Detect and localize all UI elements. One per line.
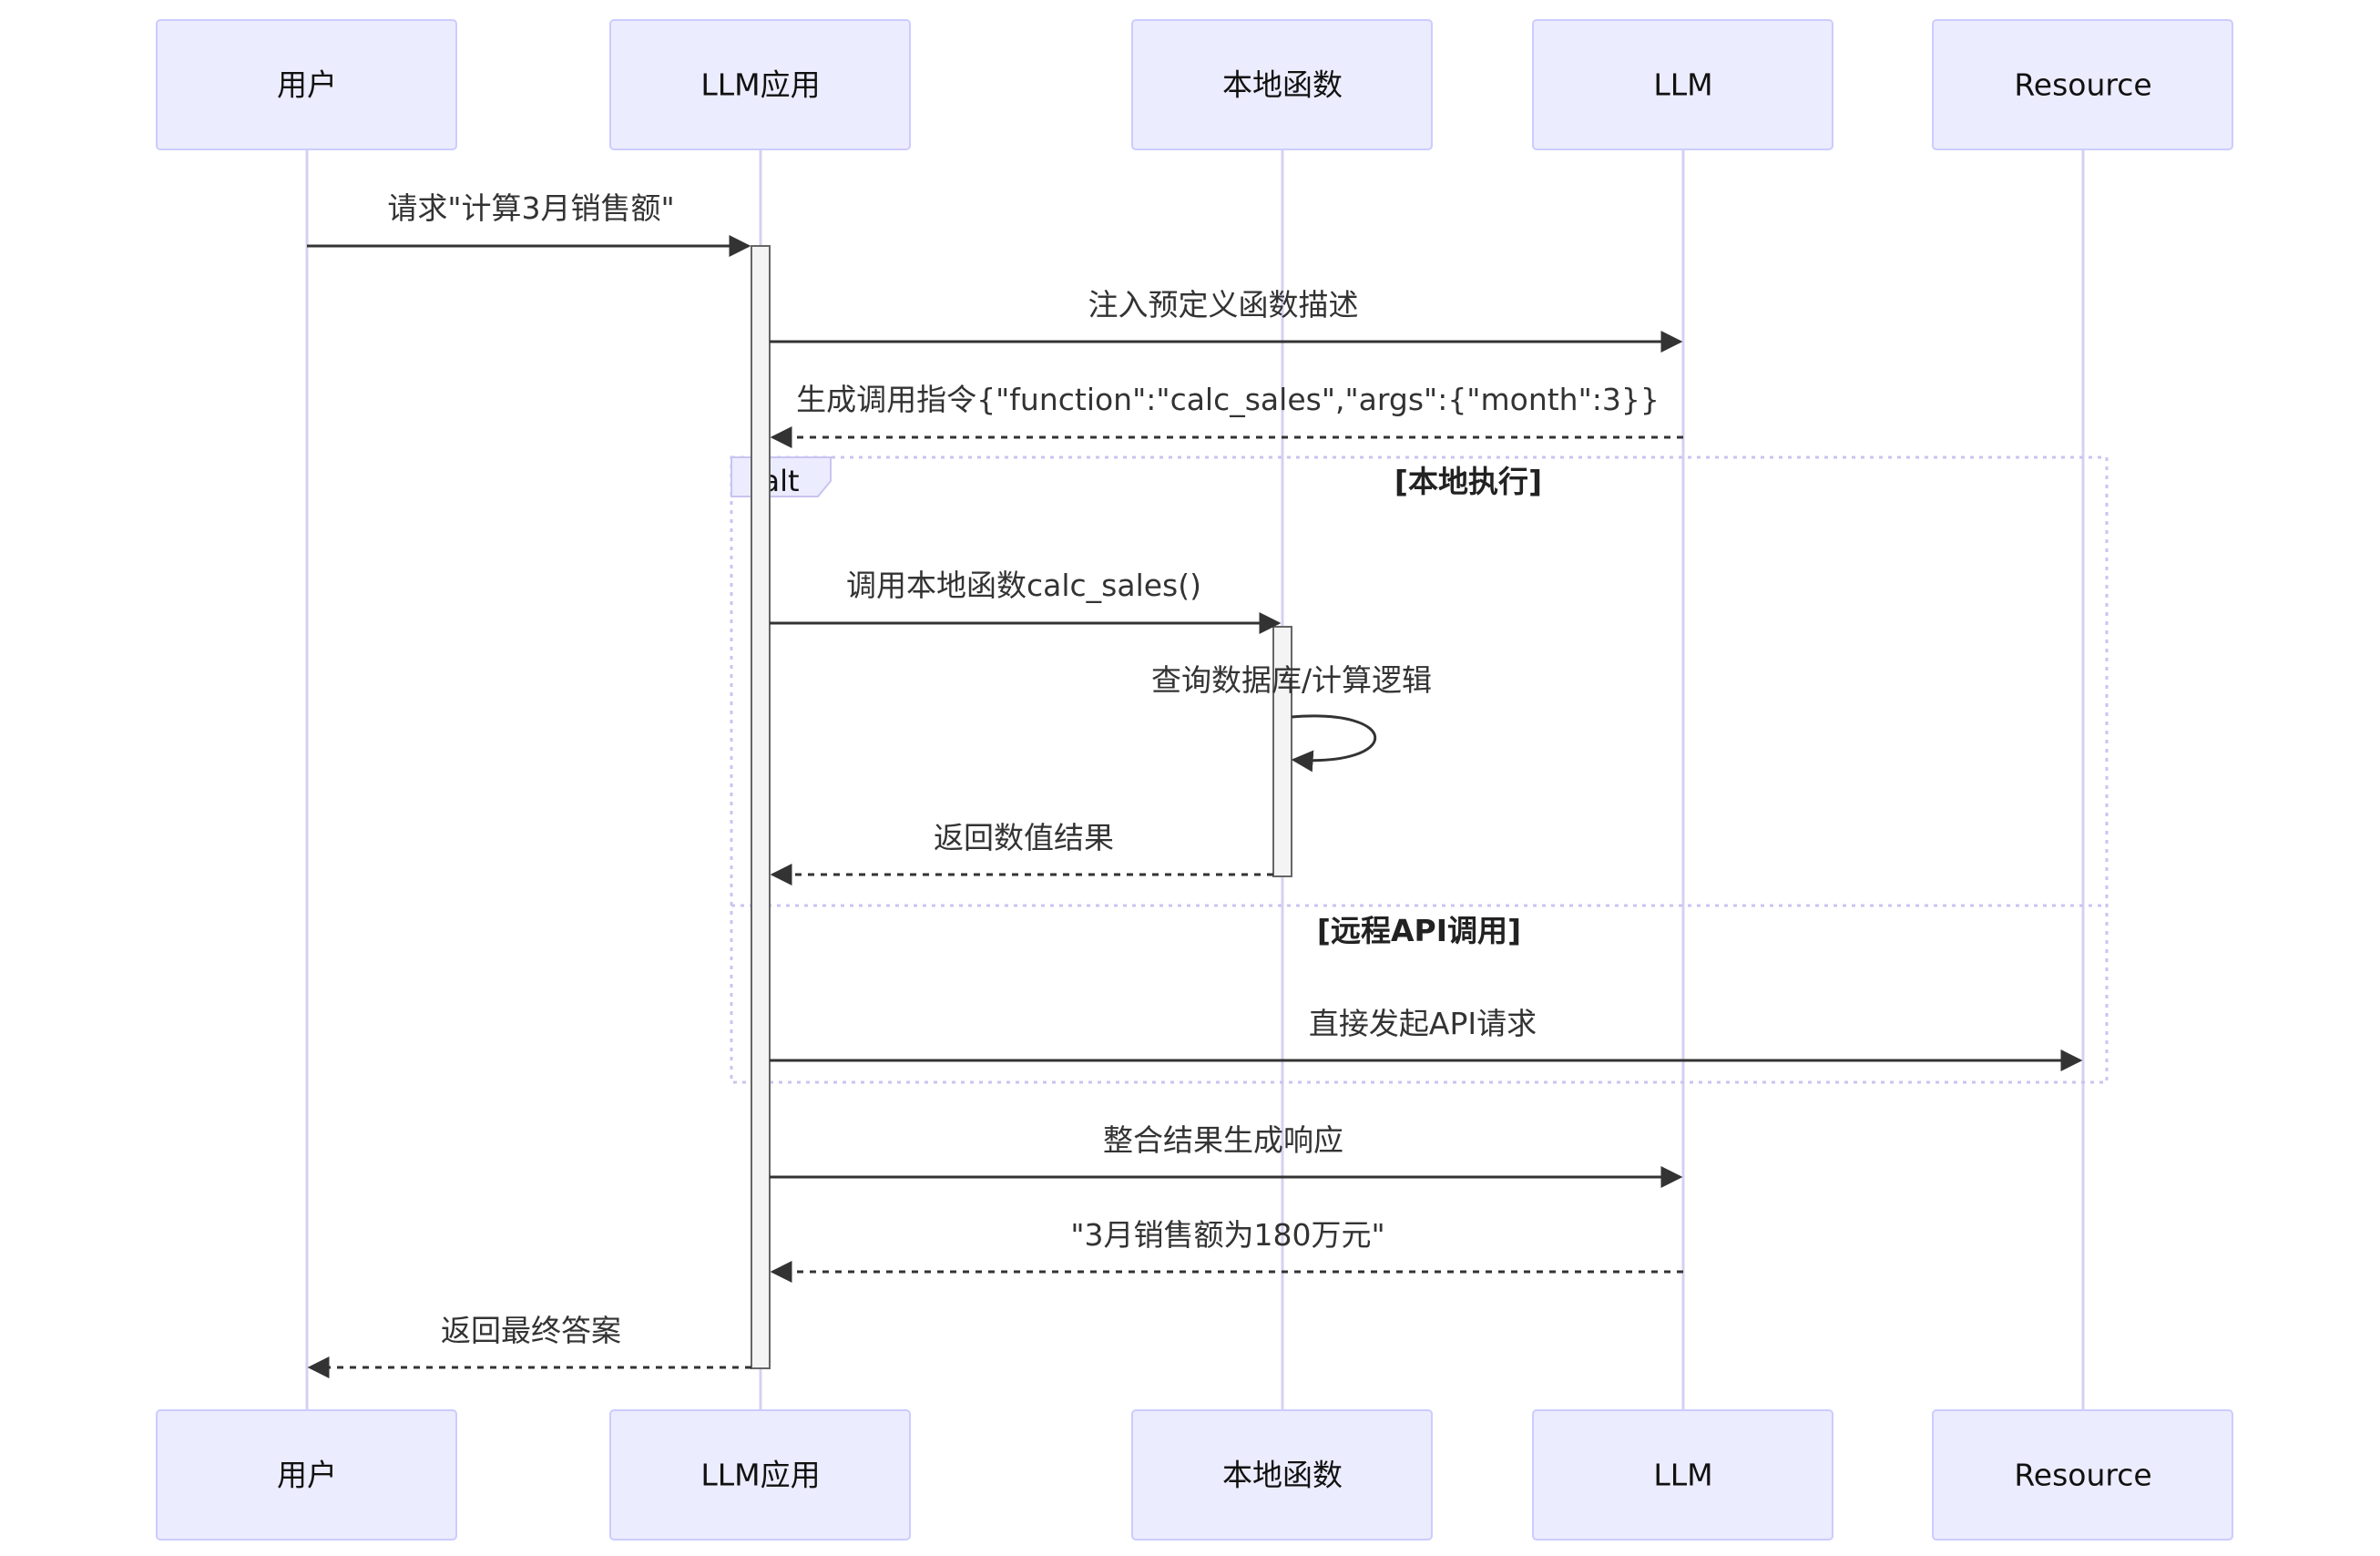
participant-label: LLM [1653, 67, 1712, 103]
message-label-inject-functions: 注入预定义函数描述 [1088, 287, 1359, 322]
participant-local-bottom: 本地函数 [1131, 1409, 1433, 1541]
message-label-call-instruction: 生成调用指令{"function":"calc_sales","args":{"… [796, 382, 1660, 417]
participant-user-top: 用户 [156, 19, 457, 150]
participant-label: 本地函数 [1222, 67, 1343, 103]
participants-bottom: 用户 LLM应用 本地函数 LLM Resource [156, 1409, 2233, 1541]
alt-frame: alt [本地执行] [远程API调用] [730, 456, 2109, 1084]
participant-label: 用户 [277, 1458, 337, 1493]
participant-user-bottom: 用户 [156, 1409, 457, 1541]
message-label-final-answer: 返回最终答案 [441, 1313, 621, 1348]
participant-label: 本地函数 [1222, 1458, 1343, 1493]
participant-label: Resource [2014, 67, 2151, 103]
alt-condition-local: [本地执行] [1394, 464, 1542, 499]
participant-app-top: LLM应用 [609, 19, 911, 150]
message-label-api-request: 直接发起API请求 [1309, 1006, 1537, 1041]
message-label-llm-answer: "3月销售额为180万元" [1070, 1217, 1384, 1253]
participant-resource-top: Resource [1932, 19, 2233, 150]
activation-app [751, 245, 771, 1369]
message-label-self-query: 查询数据库/计算逻辑 [1151, 662, 1432, 698]
message-label-return-value: 返回数值结果 [934, 820, 1114, 855]
message-label-request: 请求"计算3月销售额" [387, 190, 674, 226]
participant-label: LLM [1653, 1458, 1712, 1493]
message-label-call-local: 调用本地函数calc_sales() [846, 568, 1201, 603]
participant-label: Resource [2014, 1458, 2151, 1493]
participant-label: LLM应用 [700, 1458, 820, 1493]
participant-llm-bottom: LLM [1532, 1409, 1834, 1541]
message-label-integrate: 整合结果生成响应 [1103, 1122, 1343, 1158]
alt-frame-border [730, 456, 2109, 1084]
participants-top: 用户 LLM应用 本地函数 LLM Resource [156, 19, 2233, 150]
activations [751, 245, 1292, 1369]
participant-label: LLM应用 [700, 67, 820, 103]
participant-resource-bottom: Resource [1932, 1409, 2233, 1541]
participant-label: 用户 [277, 67, 337, 103]
messages: 请求"计算3月销售额" 注入预定义函数描述 生成调用指令{"function":… [307, 190, 2083, 1378]
message-arrow-self-query [1291, 714, 1377, 773]
alt-condition-remote: [远程API调用] [1317, 913, 1521, 948]
participant-local-top: 本地函数 [1131, 19, 1433, 150]
participant-app-bottom: LLM应用 [609, 1409, 911, 1541]
participant-llm-top: LLM [1532, 19, 1834, 150]
